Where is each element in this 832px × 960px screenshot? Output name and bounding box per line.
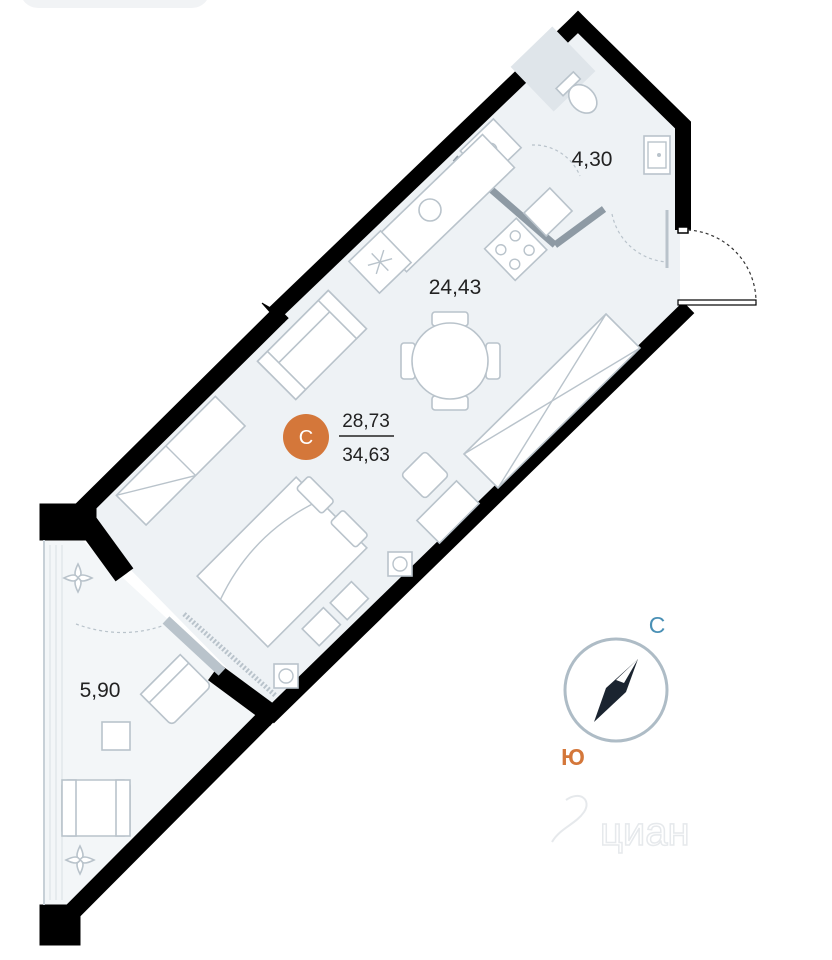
- sofa-icon: [256, 289, 368, 401]
- oven-icon: [522, 186, 574, 238]
- washbasin-icon: [643, 135, 671, 175]
- kitchen-sink-icon: [418, 198, 442, 222]
- dining-set: [400, 311, 501, 411]
- hob-icon: [483, 217, 548, 282]
- nightstand-icon: [273, 551, 413, 689]
- wardrobe-icon: [462, 312, 642, 490]
- armchair-icon: [61, 779, 131, 837]
- balcony-hatch: [49, 545, 63, 900]
- plant-icon: [64, 844, 96, 876]
- header-fragment: [23, 0, 207, 8]
- compass: С Ю: [561, 612, 669, 770]
- balcony-door-icon: [75, 616, 226, 676]
- fridge-icon: [347, 229, 413, 295]
- compass-south-label: Ю: [561, 744, 585, 770]
- type-badge: [283, 414, 329, 460]
- coffee-table-icon: [101, 721, 131, 751]
- radiator-icon: [182, 612, 278, 698]
- dining-table-icon: [411, 322, 489, 400]
- bathroom-area-label: 4,30: [572, 148, 613, 171]
- watermark-logo-icon: [551, 794, 588, 843]
- kitchen: [347, 133, 574, 295]
- studio-area-label: 24,43: [429, 276, 482, 299]
- desk-icon: [115, 395, 247, 527]
- type-badge-letter: С: [299, 427, 313, 449]
- side-table-icon: [415, 479, 481, 545]
- total-area-value: 34,63: [342, 445, 390, 466]
- toilet-icon: [554, 70, 598, 114]
- apartment-summary: С 28,73 34,63: [283, 411, 394, 466]
- compass-north-label: С: [649, 612, 666, 638]
- balcony-area-label: 5,90: [80, 679, 121, 702]
- shelf-icon: [301, 580, 370, 647]
- compass-ring: [563, 637, 669, 743]
- watermark: циан: [600, 810, 690, 854]
- armchair-icon: [401, 451, 449, 499]
- entrance-door: [677, 226, 757, 306]
- plant-icon: [62, 562, 94, 594]
- bathroom-door-swing-icon: [531, 144, 581, 177]
- balcony-furniture: [61, 562, 211, 876]
- bed-icon: [196, 476, 368, 648]
- living-area-value: 28,73: [342, 411, 390, 432]
- studio-floor: [80, 22, 680, 712]
